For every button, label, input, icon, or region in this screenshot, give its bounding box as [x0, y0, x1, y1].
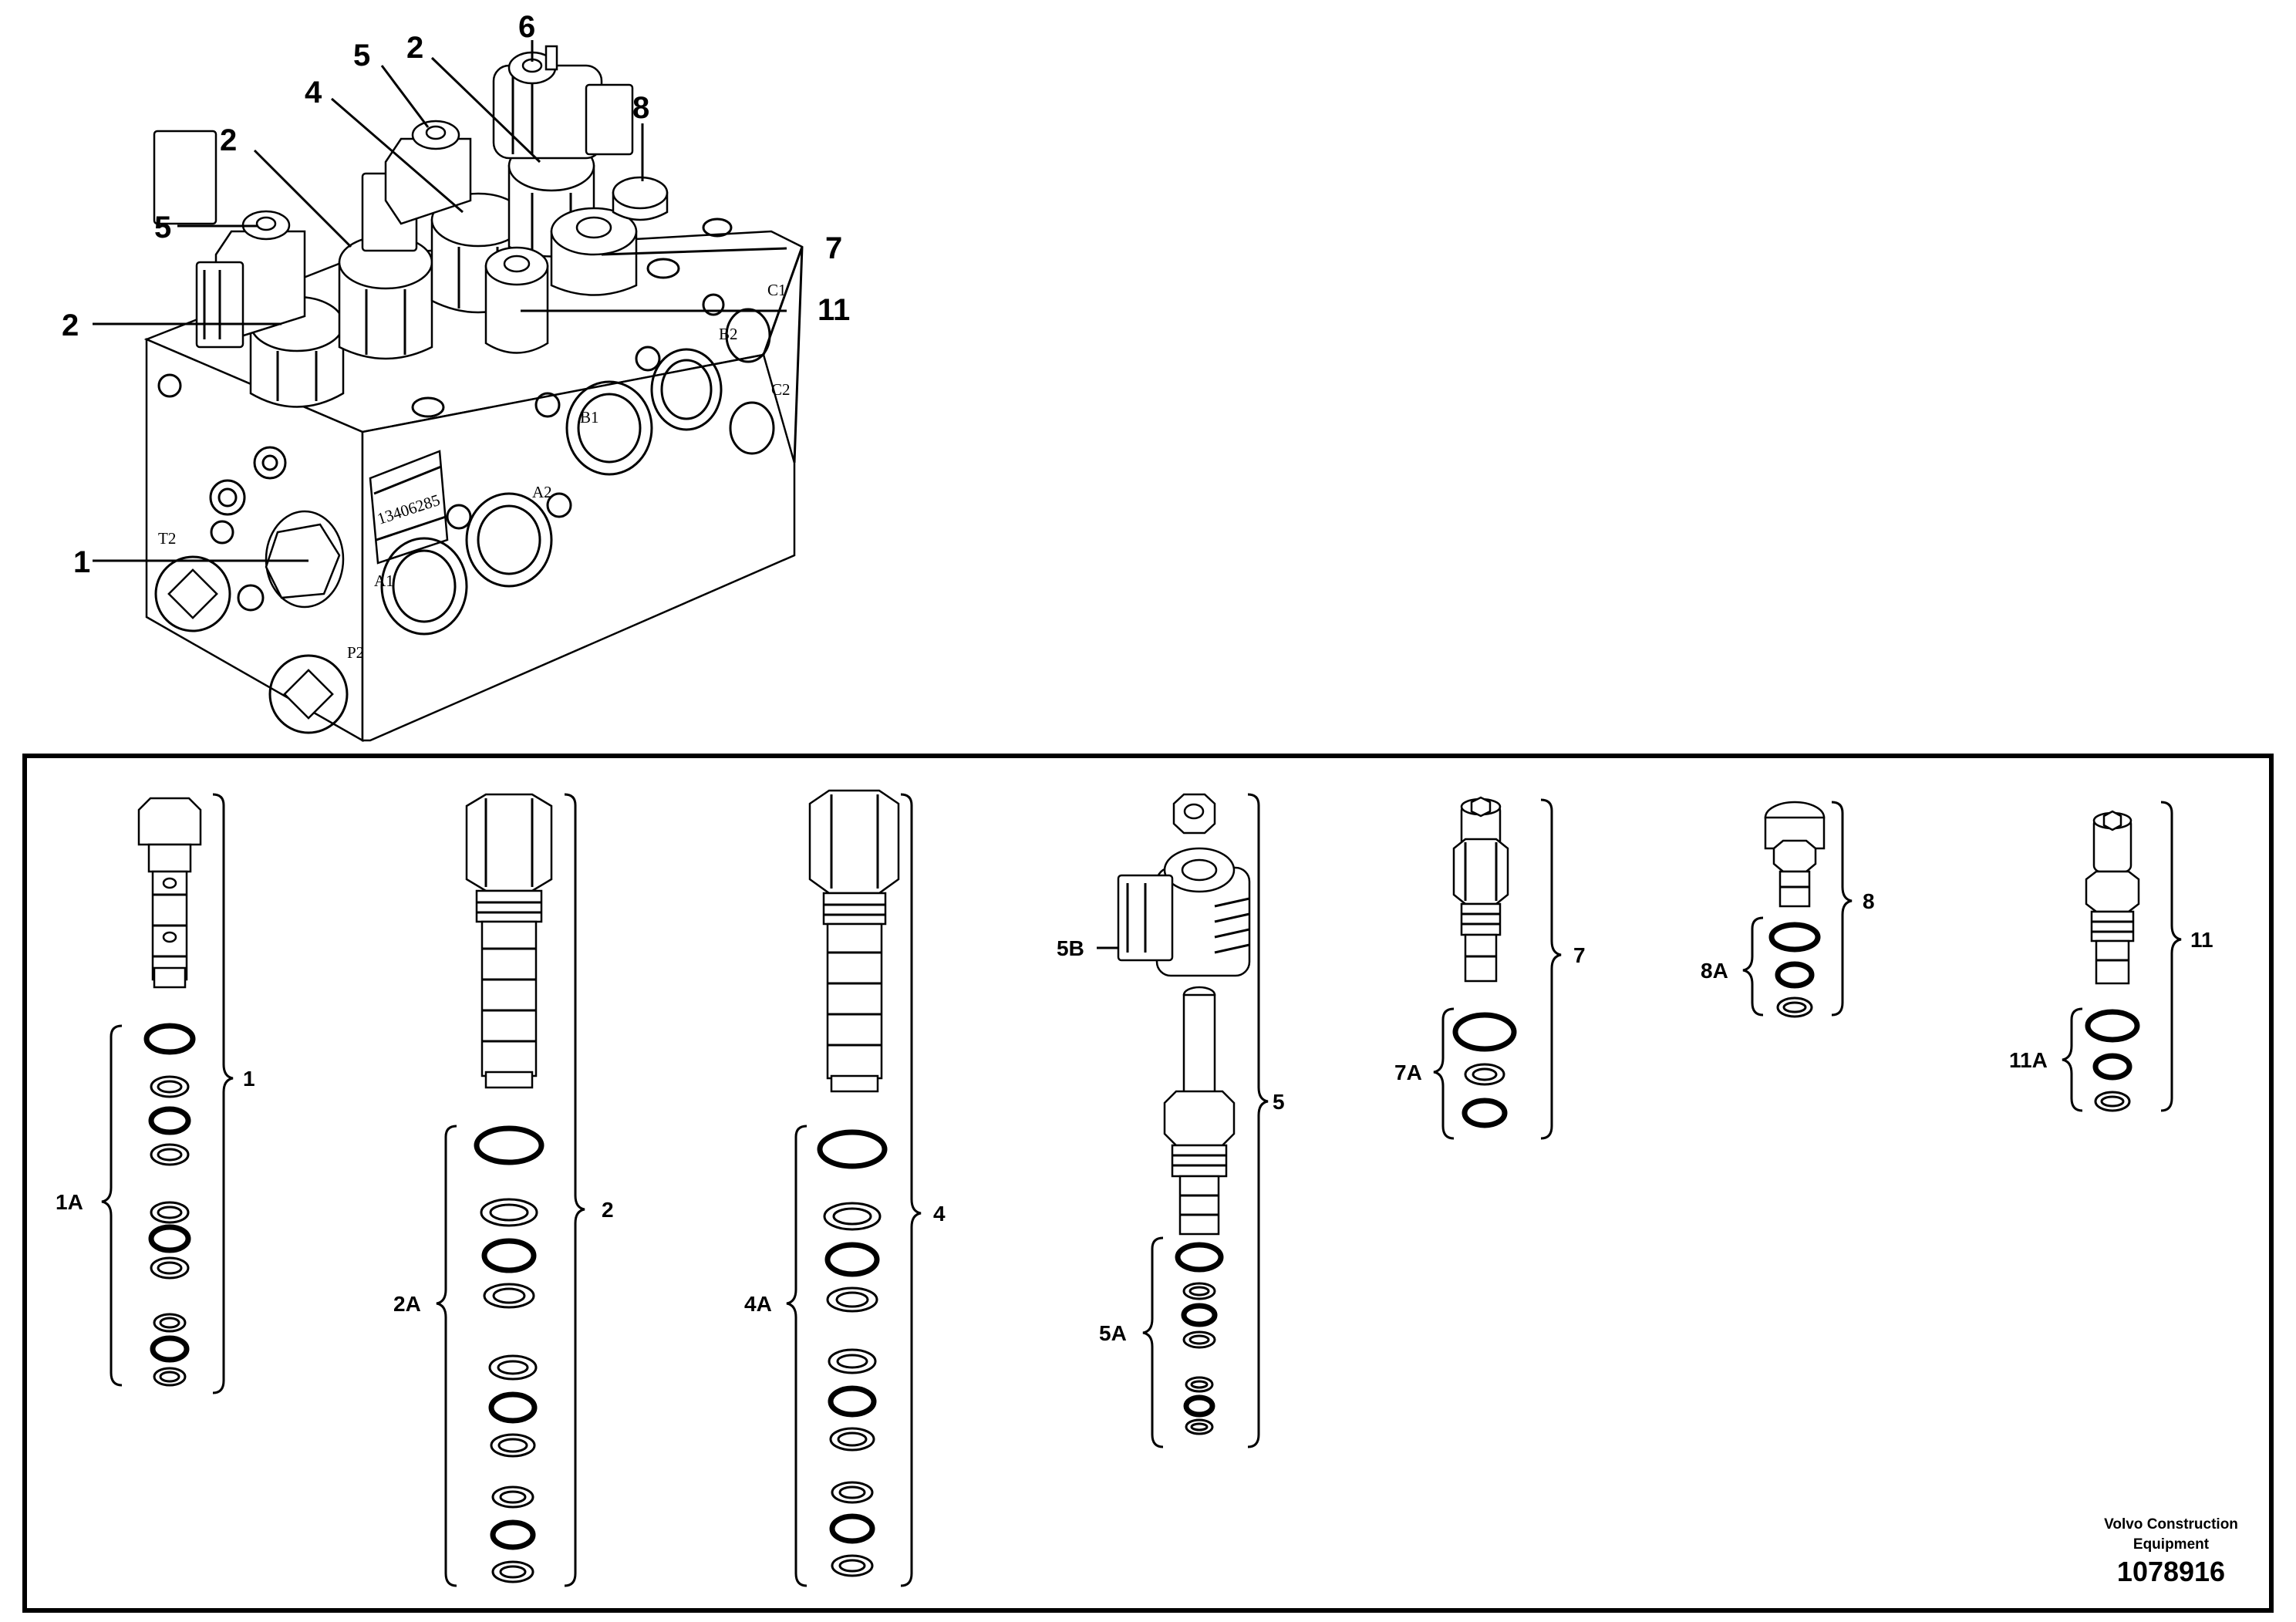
- port-a2-mark: A2: [532, 483, 552, 501]
- kit-label-11a: 11A: [2009, 1048, 2048, 1072]
- kit-1: 1 1A: [56, 793, 255, 1394]
- plug-8: [612, 176, 669, 221]
- parts-kit-frame: [22, 754, 2274, 1613]
- overview-label-2c: 2: [406, 31, 423, 65]
- cartridge-2-mid: [338, 234, 433, 360]
- kit-label-7a: 7A: [1394, 1061, 1422, 1084]
- overview-label-5b: 5: [353, 39, 370, 73]
- valve-block-overview: T2 P2 A1 13406285: [62, 10, 850, 743]
- cartridge-11: [484, 246, 549, 354]
- overview-label-11: 11: [818, 293, 850, 327]
- port-b1-mark: B1: [580, 408, 599, 427]
- kit-label-1a: 1A: [56, 1190, 83, 1214]
- overview-label-5a: 5: [154, 211, 171, 244]
- document-number: 1078916: [2117, 1556, 2225, 1587]
- kit-2: 2 2A: [393, 793, 614, 1587]
- kit-label-5b: 5B: [1057, 936, 1084, 960]
- block-label-plate: 13406285: [369, 450, 449, 565]
- port-t2-mark: T2: [158, 529, 176, 548]
- kit-label-7: 7: [1573, 943, 1586, 967]
- kit-label-1: 1: [243, 1067, 255, 1091]
- overview-label-8: 8: [632, 91, 649, 125]
- kit-label-5: 5: [1273, 1090, 1285, 1114]
- overview-label-2a: 2: [62, 309, 79, 342]
- kit-label-11: 11: [2190, 928, 2213, 952]
- kit-label-5a: 5A: [1099, 1321, 1127, 1345]
- publisher-block: Volvo Construction Equipment 1078916: [2104, 1516, 2238, 1587]
- kit-8: 8 8A: [1701, 801, 1875, 1018]
- port-p2-mark: P2: [347, 643, 364, 662]
- kit-4: 4 4A: [744, 789, 946, 1587]
- kit-5: 5 5A 5B: [1057, 793, 1285, 1448]
- overview-label-4: 4: [305, 76, 322, 110]
- kit-label-4a: 4A: [744, 1292, 772, 1316]
- overview-leaders: [93, 40, 787, 562]
- kit-label-8: 8: [1863, 889, 1875, 913]
- port-c2-mark: C2: [771, 380, 791, 399]
- kit-label-4: 4: [933, 1202, 946, 1226]
- overview-label-1: 1: [73, 545, 90, 579]
- port-c1-mark: C1: [767, 281, 787, 299]
- brand-name-line1: Volvo Construction: [2104, 1516, 2238, 1533]
- overview-label-6: 6: [518, 10, 535, 44]
- cartridge-2-front: [153, 130, 345, 408]
- kit-label-2a: 2A: [393, 1292, 421, 1316]
- kit-label-8a: 8A: [1701, 959, 1728, 983]
- kit-11: 11 11A: [2009, 801, 2213, 1112]
- kit-7: 7 7A: [1394, 796, 1586, 1140]
- overview-label-7: 7: [825, 231, 842, 265]
- top-face-ports: [411, 198, 733, 418]
- port-b2-mark: B2: [719, 325, 738, 343]
- overview-label-2b: 2: [220, 123, 237, 157]
- plug-1: [265, 510, 345, 609]
- brand-name-line2: Equipment: [2133, 1536, 2210, 1553]
- kit-label-2: 2: [602, 1198, 614, 1222]
- left-face-ports: T2 P2 A1: [154, 373, 394, 734]
- cartridge-7: [550, 207, 638, 296]
- front-face-ports: A2 B1 B2 C1 C2: [380, 281, 791, 636]
